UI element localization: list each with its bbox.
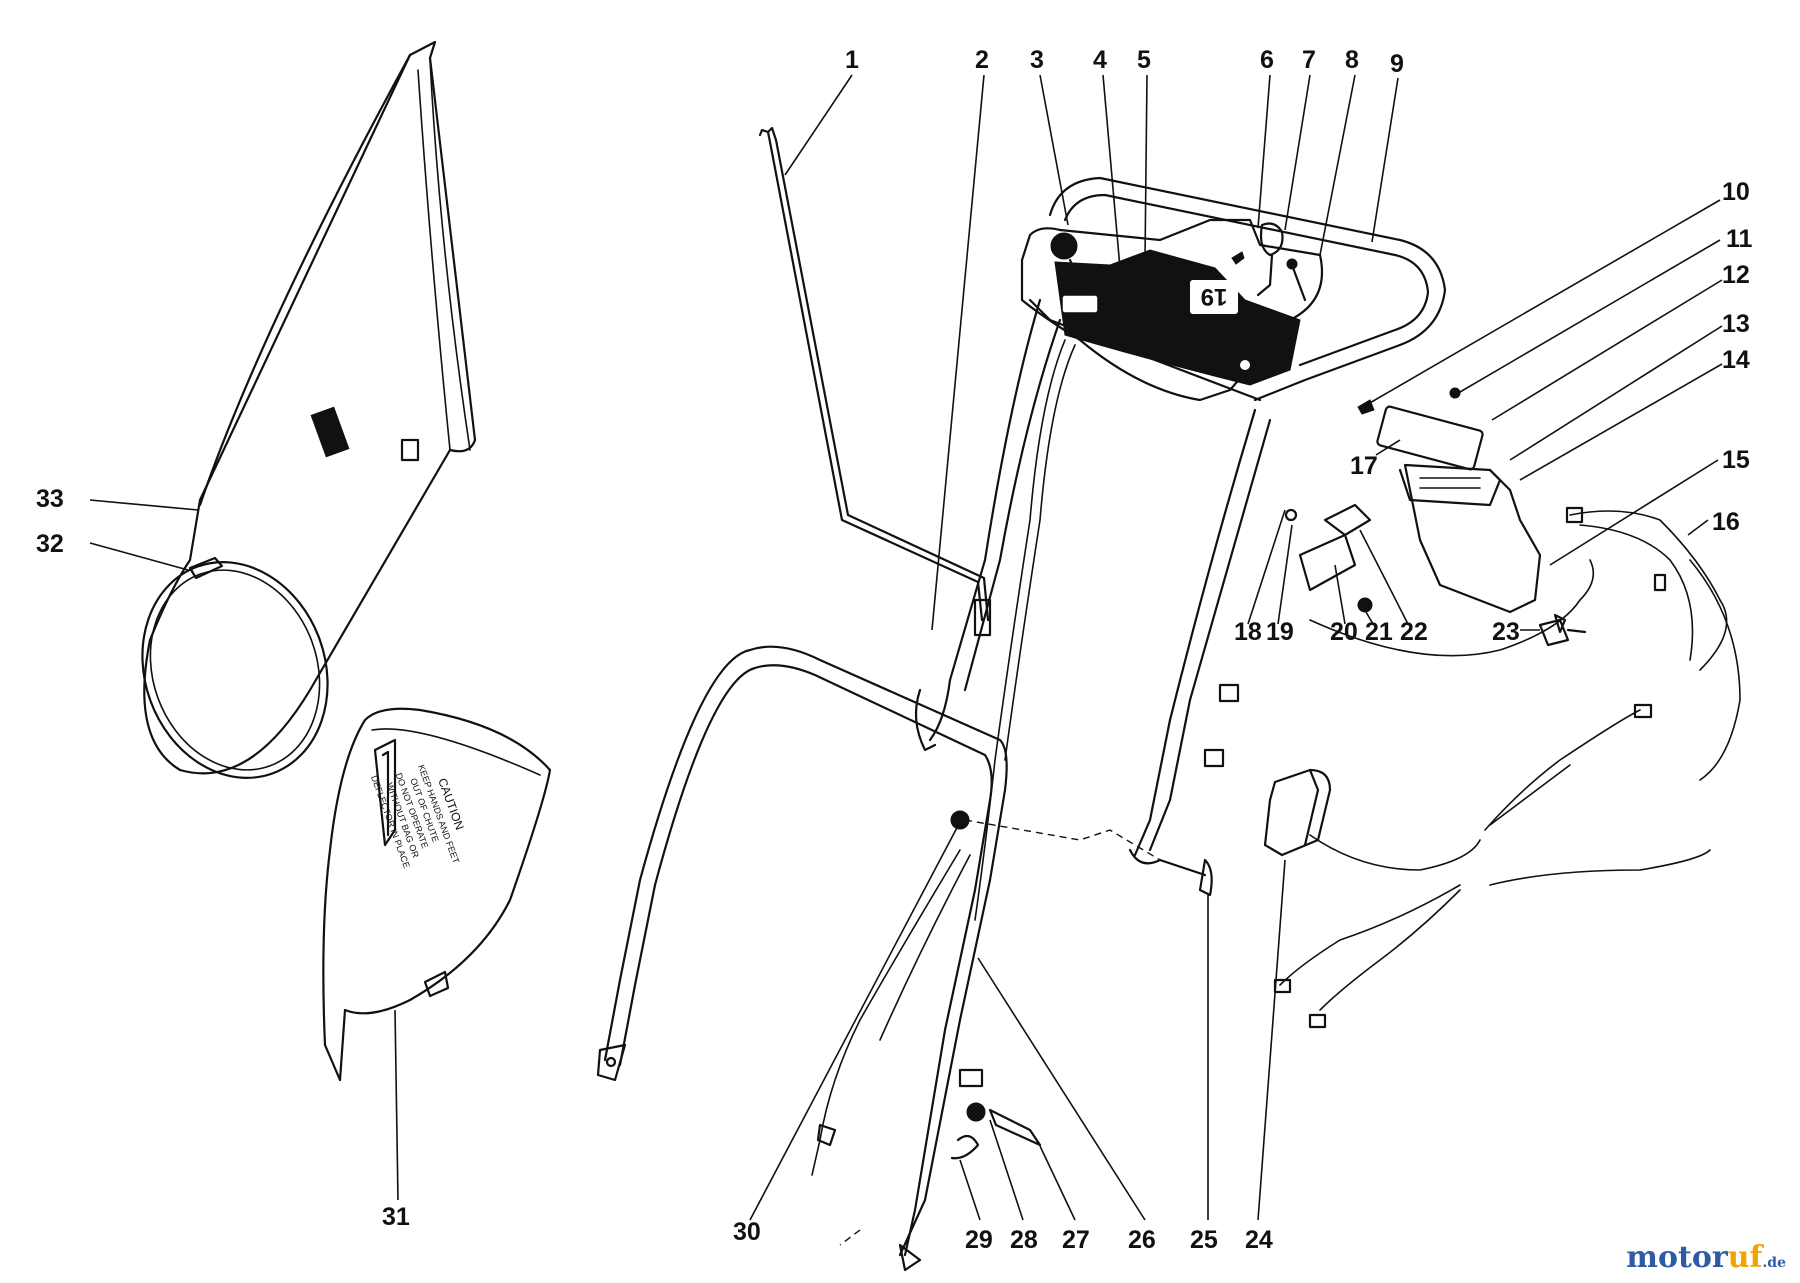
- caution-decal: CAUTION KEEP HANDS AND FEET OUT OF CHUTE…: [369, 763, 467, 869]
- callout-23: 23: [1492, 618, 1520, 646]
- callout-25: 25: [1190, 1226, 1218, 1254]
- callout-20: 20: [1330, 618, 1358, 646]
- bag-clip: [188, 556, 224, 580]
- callout-13: 13: [1722, 310, 1750, 338]
- callout-18: 18: [1234, 618, 1262, 646]
- callout-27: 27: [1062, 1226, 1090, 1254]
- callout-1: 1: [845, 46, 859, 74]
- upper-handle: 19: [1020, 176, 1447, 402]
- callout-numbers: 1 2 3 4 5 6 7 8 9 10 11 12 13 14 15 16 1…: [36, 46, 1753, 1254]
- callout-12: 12: [1722, 261, 1750, 289]
- callout-17: 17: [1350, 452, 1378, 480]
- callout-2: 2: [975, 46, 989, 74]
- callout-14: 14: [1722, 346, 1750, 374]
- callout-leaders: [89, 74, 1723, 1221]
- callout-22: 22: [1400, 618, 1428, 646]
- wiring-and-battery: [1263, 405, 1741, 1029]
- callout-5: 5: [1137, 46, 1151, 74]
- callout-32: 32: [36, 530, 64, 558]
- callout-7: 7: [1302, 46, 1316, 74]
- callout-24: 24: [1245, 1226, 1273, 1254]
- callout-10: 10: [1722, 178, 1750, 206]
- callout-15: 15: [1722, 446, 1750, 474]
- callout-3: 3: [1030, 46, 1044, 74]
- callout-30: 30: [733, 1218, 761, 1246]
- grass-bag: [141, 40, 477, 779]
- callout-28: 28: [1010, 1226, 1038, 1254]
- callout-11: 11: [1726, 225, 1753, 253]
- panel-number: 19: [1201, 283, 1228, 310]
- callout-16: 16: [1712, 508, 1740, 536]
- callout-21: 21: [1365, 618, 1393, 646]
- callout-9: 9: [1390, 50, 1404, 78]
- callout-8: 8: [1345, 46, 1359, 74]
- throttle-knob: [1050, 232, 1078, 260]
- callout-31: 31: [382, 1203, 410, 1231]
- callout-6: 6: [1260, 46, 1274, 74]
- watermark: motoruf.de: [1626, 1240, 1786, 1275]
- discharge-deflector: CAUTION KEEP HANDS AND FEET OUT OF CHUTE…: [322, 707, 552, 1082]
- callout-29: 29: [965, 1226, 993, 1254]
- bag-label: [310, 406, 350, 458]
- middle-handle: [914, 298, 1461, 921]
- callout-33: 33: [36, 485, 64, 513]
- callout-19: 19: [1266, 618, 1294, 646]
- callout-26: 26: [1128, 1226, 1156, 1254]
- lower-handle: [596, 645, 1213, 1272]
- callout-4: 4: [1093, 46, 1107, 74]
